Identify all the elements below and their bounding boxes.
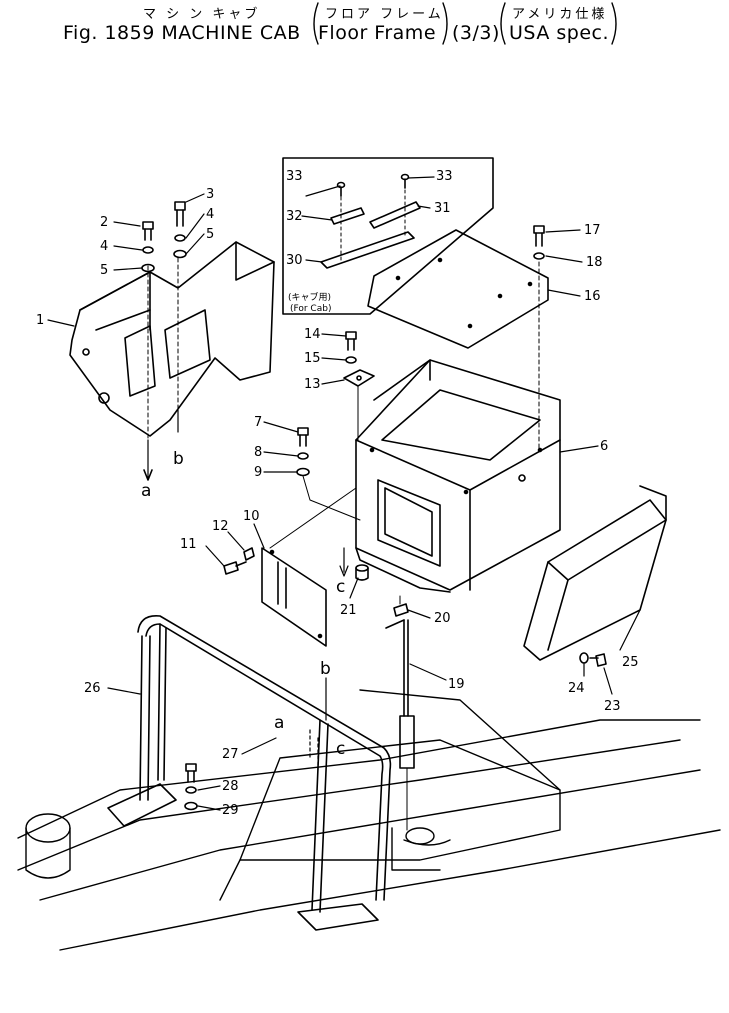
handrail-26 — [107, 615, 392, 931]
callout-5b: 5 — [206, 227, 214, 242]
plate-32 — [330, 207, 365, 225]
leader-lines — [47, 176, 641, 811]
callout-4b: 4 — [206, 207, 214, 222]
plate-10 — [261, 487, 357, 647]
bolt-3 — [173, 201, 187, 259]
ref-letter-b-lower: b — [320, 659, 331, 679]
bolt-2 — [141, 221, 155, 273]
callout-26: 26 — [84, 681, 101, 696]
title-kana-sub2: アメリカ仕様 — [512, 7, 608, 22]
callout-33a: 33 — [286, 169, 303, 184]
ref-arrows — [309, 547, 349, 771]
figure-title: Fig. 1859 MACHINE CAB — [63, 22, 301, 44]
callout-7: 7 — [254, 415, 262, 430]
header-brackets — [313, 2, 617, 45]
housing-1 — [69, 241, 275, 481]
bolt-7 — [296, 427, 361, 521]
plate-31 — [369, 201, 421, 229]
callout-9: 9 — [254, 465, 262, 480]
callout-12: 12 — [212, 519, 229, 534]
callout-21: 21 — [340, 603, 357, 618]
callout-25: 25 — [622, 655, 639, 670]
callout-4a: 4 — [100, 239, 108, 254]
callout-23: 23 — [604, 699, 621, 714]
floor-frame — [17, 689, 721, 951]
callout-16: 16 — [584, 289, 601, 304]
callout-17: 17 — [584, 223, 601, 238]
callout-10: 10 — [243, 509, 260, 524]
ref-letter-a-upper: a — [141, 481, 151, 501]
cover-25 — [523, 485, 667, 661]
callout-27: 27 — [222, 747, 239, 762]
inset-note-jp: (キャブ用) — [288, 291, 331, 303]
ref-letter-b-upper: b — [173, 449, 184, 469]
callout-20: 20 — [434, 611, 451, 626]
callout-30: 30 — [286, 253, 303, 268]
inset-for-cab — [282, 157, 494, 315]
callout-29: 29 — [222, 803, 239, 818]
callout-32: 32 — [286, 209, 303, 224]
callout-15: 15 — [304, 351, 321, 366]
callout-6: 6 — [600, 439, 608, 454]
callout-33b: 33 — [436, 169, 453, 184]
callout-14: 14 — [304, 327, 321, 342]
inset-note-en: (For Cab) — [290, 304, 331, 314]
callout-11: 11 — [180, 537, 197, 552]
callout-1: 1 — [36, 313, 44, 328]
nut-20 — [393, 595, 409, 617]
bolt-11 — [223, 547, 255, 575]
cap-21 — [355, 564, 369, 581]
callout-28: 28 — [222, 779, 239, 794]
rod-19 — [385, 619, 415, 831]
callout-19: 19 — [448, 677, 465, 692]
callout-24: 24 — [568, 681, 585, 696]
bolt-14 — [345, 331, 357, 364]
bolt-33-right — [400, 173, 410, 189]
callout-3: 3 — [206, 187, 214, 202]
ref-letter-c-upper: c — [336, 577, 345, 597]
cover-plate-16 — [367, 229, 549, 349]
figure-spec: USA spec. — [509, 22, 609, 44]
bolt-23 — [579, 652, 607, 667]
ref-letter-c-lower: c — [336, 739, 345, 759]
plate-30 — [320, 231, 415, 269]
title-kana-sub1: フロア フレーム — [325, 7, 444, 22]
ref-letter-a-lower: a — [274, 713, 284, 733]
cover-13 — [343, 369, 375, 441]
figure-page-indicator: (3/3) — [452, 22, 500, 44]
bolt-27 — [184, 763, 198, 811]
callout-31: 31 — [434, 201, 451, 216]
callout-8: 8 — [254, 445, 262, 460]
callout-5a: 5 — [100, 263, 108, 278]
title-kana-main: マ シ ン キャブ — [143, 7, 261, 22]
figure-subtitle: Floor Frame — [318, 22, 437, 44]
callout-2: 2 — [100, 215, 108, 230]
frame-6 — [355, 359, 561, 593]
callout-18: 18 — [586, 255, 603, 270]
bolt-33-left — [336, 181, 346, 197]
callout-13: 13 — [304, 377, 321, 392]
bolt-17 — [533, 225, 545, 451]
